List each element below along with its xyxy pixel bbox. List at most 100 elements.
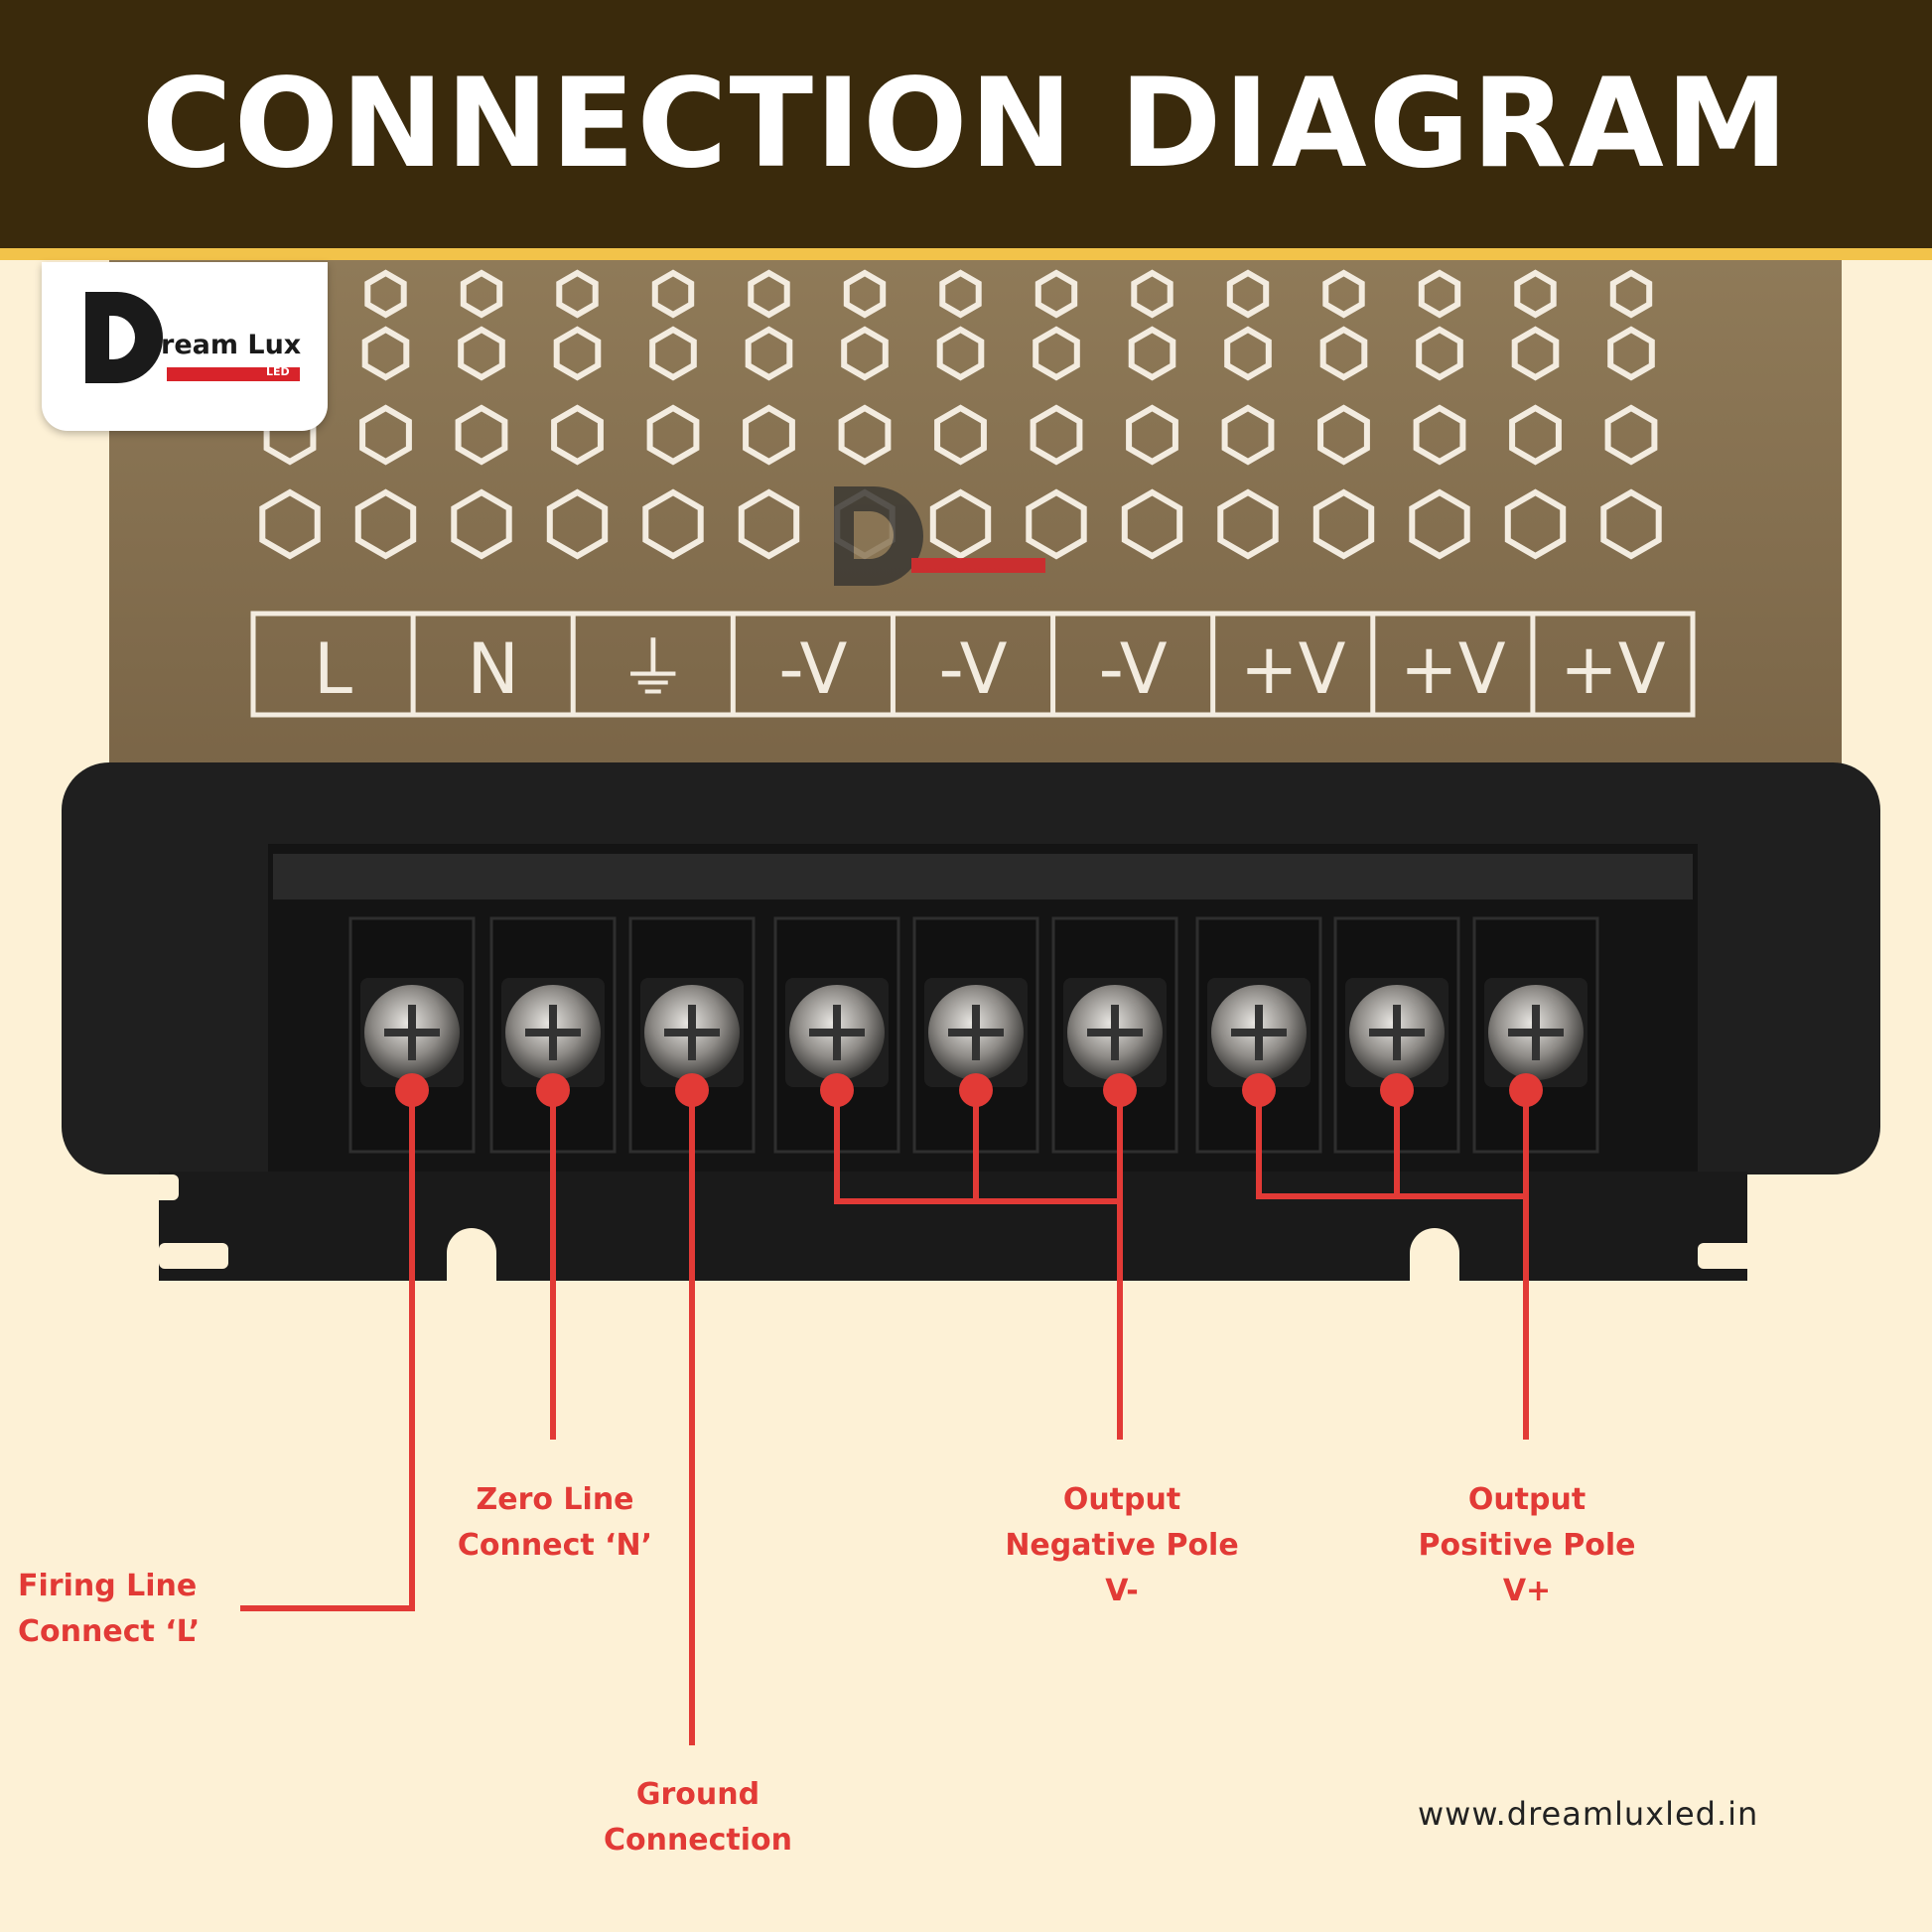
- terminal-label: N: [467, 628, 518, 710]
- brand-logo: ream Lux LED: [42, 262, 328, 431]
- vent-hole: [646, 404, 700, 466]
- label-output-positive: Output Positive Pole V+: [1410, 1477, 1644, 1614]
- label-ground-1: Ground: [635, 1777, 760, 1812]
- vent-hole: [1030, 404, 1083, 466]
- terminal-dot: [536, 1073, 570, 1107]
- vent-hole: [1607, 326, 1655, 381]
- vent-hole: [748, 269, 790, 319]
- vent-hole: [1312, 488, 1375, 560]
- label-negative-2: Negative Pole: [1005, 1528, 1239, 1563]
- vent-hole: [649, 326, 697, 381]
- terminal-dot: [1509, 1073, 1543, 1107]
- logo-text: ream Lux: [161, 330, 302, 360]
- terminal-dot: [675, 1073, 709, 1107]
- watermark-logo: [834, 486, 1045, 586]
- terminal-dot: [959, 1073, 993, 1107]
- label-ground-2: Connection: [603, 1823, 793, 1858]
- label-zero-line-2: Connect ‘N’: [457, 1528, 653, 1563]
- logo-sub: LED: [266, 365, 290, 378]
- psu-housing: [109, 260, 1842, 776]
- terminal-label: L: [314, 628, 352, 710]
- vent-hole: [364, 269, 407, 319]
- vent-hole: [743, 404, 795, 466]
- vent-hole: [1418, 269, 1461, 319]
- vent-hole: [1413, 404, 1466, 466]
- logo-d-mark: [85, 292, 163, 383]
- vent-hole: [841, 326, 889, 381]
- vent-hole: [1226, 269, 1270, 319]
- vent-hole: [1221, 404, 1275, 466]
- vent-hole: [1600, 488, 1662, 560]
- vent-hole: [651, 269, 695, 319]
- vent-hole: [1604, 404, 1658, 466]
- vent-hole: [1126, 404, 1178, 466]
- vent-hole: [1514, 269, 1557, 319]
- terminal-label: -V: [1099, 628, 1168, 710]
- terminal-dot: [1380, 1073, 1414, 1107]
- label-firing-line-1: Firing Line: [18, 1569, 198, 1603]
- terminal-label: ⏚: [619, 628, 688, 710]
- vent-hole: [929, 488, 992, 560]
- vent-hole: [1121, 488, 1183, 560]
- vent-hole: [259, 488, 321, 560]
- vent-hole: [745, 326, 793, 381]
- vent-hole: [354, 488, 417, 560]
- terminal-label: +V: [1240, 628, 1346, 710]
- vent-hole: [934, 404, 987, 466]
- vent-hole: [460, 269, 503, 319]
- vent-hole: [1128, 326, 1176, 381]
- terminal-dot: [395, 1073, 429, 1107]
- connection-wire: [834, 1090, 1120, 1204]
- vent-hole: [1033, 326, 1080, 381]
- vent-hole: [1322, 269, 1365, 319]
- vent-hole: [1131, 269, 1173, 319]
- vent-hole: [1224, 326, 1272, 381]
- terminal-dots: [395, 1073, 1543, 1107]
- terminal-label: +V: [1400, 628, 1506, 710]
- vent-hole: [936, 326, 985, 381]
- vent-hole: [556, 269, 599, 319]
- vent-hole: [1026, 488, 1087, 560]
- title-banner: CONNECTION DIAGRAM: [0, 0, 1932, 260]
- label-zero-line: Zero Line Connect ‘N’: [452, 1477, 658, 1569]
- terminal-label: +V: [1560, 628, 1666, 710]
- label-positive-2: Positive Pole: [1418, 1528, 1636, 1563]
- vent-hole: [838, 404, 892, 466]
- vent-hole: [553, 326, 602, 381]
- label-positive-1: Output: [1467, 1482, 1587, 1517]
- vent-hole: [1609, 269, 1653, 319]
- label-negative-1: Output: [1062, 1482, 1181, 1517]
- vent-hole: [939, 269, 982, 319]
- vent-hole: [1319, 326, 1368, 381]
- page-title: CONNECTION DIAGRAM: [141, 53, 1791, 196]
- vent-hole: [361, 326, 410, 381]
- vent-hole: [738, 488, 800, 560]
- label-strip-frame: [250, 611, 1696, 718]
- vent-hole: [359, 404, 412, 466]
- terminal-label: -V: [778, 628, 847, 710]
- vent-hole: [551, 404, 604, 466]
- terminal-dot: [1242, 1073, 1276, 1107]
- vent-hole: [455, 404, 508, 466]
- logo-bar: [167, 367, 300, 381]
- connection-wires: [240, 1090, 1529, 1745]
- vent-hole: [1511, 326, 1560, 381]
- vent-hole: [1416, 326, 1463, 381]
- vent-hole: [458, 326, 505, 381]
- label-output-negative: Output Negative Pole V-: [998, 1477, 1246, 1614]
- vent-hole: [1217, 488, 1279, 560]
- website-url: www.dreamluxled.in: [1418, 1795, 1759, 1833]
- connection-wire: [240, 1090, 415, 1611]
- vent-hole: [642, 488, 704, 560]
- label-firing-line-2: Connect ‘L’: [18, 1614, 201, 1649]
- vent-hole: [451, 488, 512, 560]
- vent-hole: [1409, 488, 1470, 560]
- label-firing-line: Firing Line Connect ‘L’: [18, 1564, 200, 1655]
- vent-hole: [1504, 488, 1567, 560]
- vent-hole: [843, 269, 887, 319]
- vent-hole: [1035, 269, 1078, 319]
- label-ground: Ground Connection: [594, 1772, 802, 1863]
